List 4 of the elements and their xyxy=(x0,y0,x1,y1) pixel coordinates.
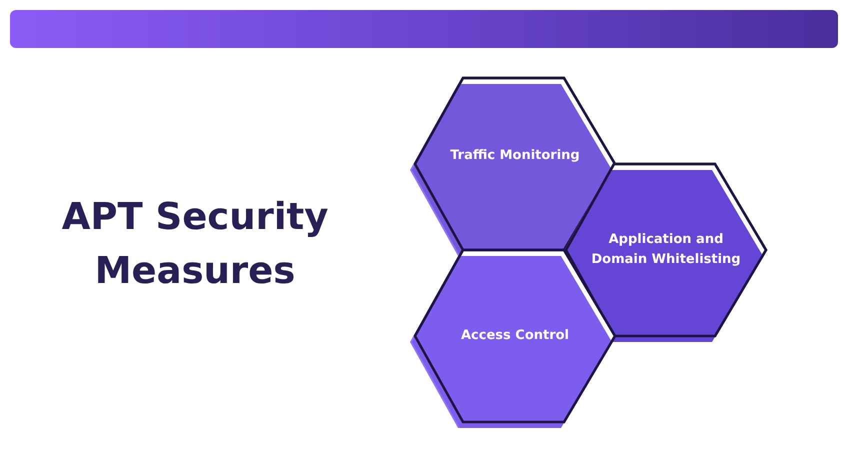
hexagon-label: Access Control xyxy=(460,327,570,345)
title: APT Security Measures xyxy=(60,194,330,294)
hexagon-label: Traffic Monitoring xyxy=(449,147,581,165)
hexagon-label: Application and Domain Whitelisting xyxy=(591,231,741,269)
